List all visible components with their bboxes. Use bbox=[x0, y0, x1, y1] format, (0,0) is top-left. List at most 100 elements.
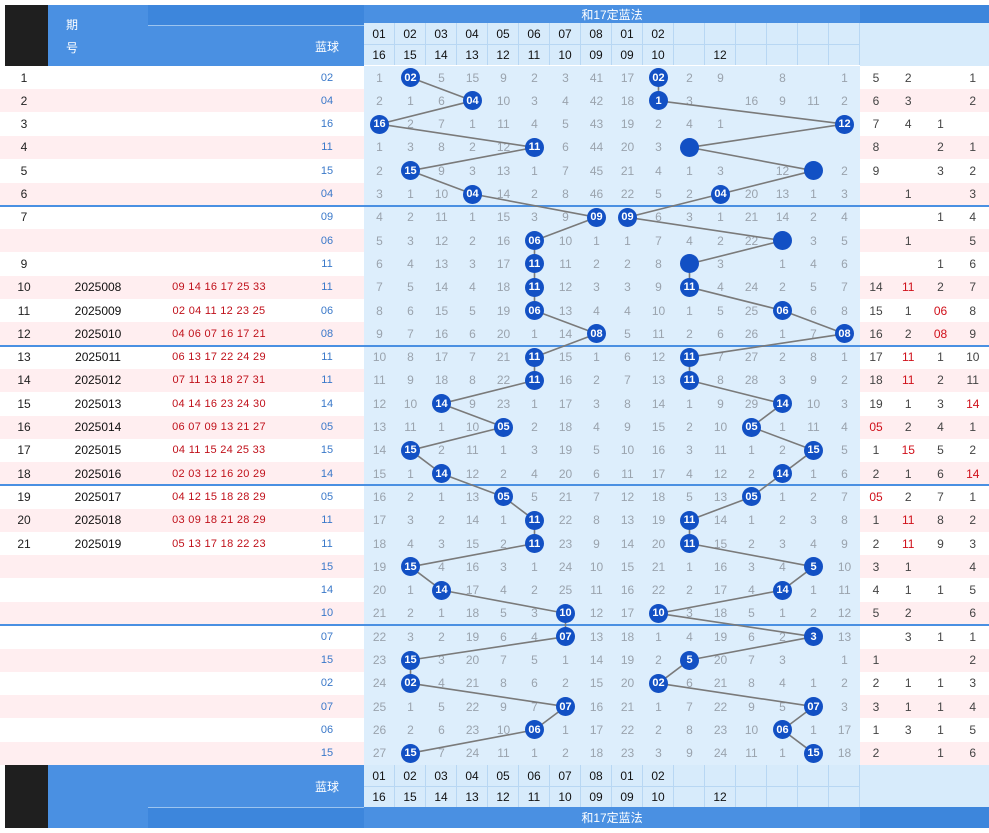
stat-value: 2 bbox=[872, 676, 880, 691]
row-index: 20 bbox=[17, 513, 31, 528]
omission-value: 9 bbox=[562, 210, 569, 225]
stat-value: 2 bbox=[937, 280, 944, 295]
header-pair-top-10 bbox=[674, 23, 705, 44]
omission-value: 11 bbox=[497, 746, 510, 761]
omission-value: 14 bbox=[434, 280, 449, 295]
omission-value bbox=[736, 159, 767, 182]
stat-value: 6 bbox=[969, 606, 977, 621]
row-period bbox=[48, 602, 148, 625]
omission-value: 4 bbox=[376, 210, 383, 225]
row-red-numbers: 04 06 07 16 17 21 bbox=[172, 327, 266, 340]
omission-value: 13 bbox=[589, 629, 604, 644]
omission-value: 3 bbox=[624, 280, 631, 295]
footer-pair-top-0: 01 bbox=[364, 765, 395, 786]
stat-value: 5 bbox=[872, 606, 880, 621]
omission-value: 17 bbox=[372, 513, 387, 528]
omission-value: 8 bbox=[841, 513, 848, 528]
stat-value bbox=[860, 183, 892, 206]
omission-value: 25 bbox=[744, 303, 759, 318]
stat-value: 15 bbox=[901, 443, 915, 458]
omission-value: 5 bbox=[562, 117, 569, 132]
footer-pair-bottom-8: 09 bbox=[612, 786, 643, 807]
omission-value: 6 bbox=[531, 676, 538, 691]
row-period bbox=[48, 136, 148, 159]
row-period bbox=[48, 66, 148, 89]
blue-ball-marker: 02 bbox=[649, 68, 668, 87]
omission-value: 7 bbox=[624, 373, 631, 388]
row-index: 10 bbox=[17, 280, 31, 295]
omission-value: 13 bbox=[558, 303, 573, 318]
omission-value: 1 bbox=[810, 466, 817, 481]
row-blue-number: 15 bbox=[320, 654, 334, 666]
omission-value: 4 bbox=[686, 117, 693, 132]
row-red-numbers: 04 11 15 24 25 33 bbox=[172, 444, 266, 457]
omission-value bbox=[798, 113, 829, 136]
omission-value: 1 bbox=[655, 699, 662, 714]
omission-value: 1 bbox=[810, 676, 817, 691]
omission-value: 20 bbox=[465, 653, 480, 667]
header-period-cell: 期 号 bbox=[48, 5, 148, 66]
stat-value: 1 bbox=[872, 653, 880, 667]
header-pair-top-4: 05 bbox=[488, 23, 519, 44]
stat-value: 17 bbox=[869, 350, 883, 365]
row-blue-number: 11 bbox=[321, 351, 333, 364]
omission-value: 4 bbox=[469, 280, 476, 295]
row-period bbox=[48, 206, 148, 229]
blue-ball-label: 蓝球 bbox=[314, 39, 339, 54]
omission-value: 8 bbox=[686, 722, 693, 737]
omission-value: 27 bbox=[372, 746, 387, 761]
omission-value: 21 bbox=[651, 559, 666, 574]
omission-value: 5 bbox=[593, 443, 600, 458]
stat-value bbox=[860, 229, 892, 252]
omission-value: 10 bbox=[589, 559, 604, 574]
omission-value: 9 bbox=[376, 326, 383, 341]
stat-value bbox=[925, 649, 957, 672]
omission-value: 2 bbox=[841, 93, 848, 108]
stat-value: 9 bbox=[969, 326, 977, 341]
omission-value: 6 bbox=[562, 140, 569, 155]
omission-value: 10 bbox=[465, 420, 480, 434]
omission-value: 8 bbox=[469, 373, 476, 388]
row-period: 2025019 bbox=[74, 536, 122, 551]
row-blue-number: 07 bbox=[320, 700, 334, 713]
omission-value: 2 bbox=[810, 606, 817, 621]
omission-value: 3 bbox=[593, 396, 600, 411]
omission-value: 19 bbox=[372, 559, 387, 574]
row-period: 2025012 bbox=[74, 373, 122, 388]
header-dark-cell bbox=[5, 5, 48, 66]
omission-value: 17 bbox=[651, 466, 666, 481]
omission-value: 3 bbox=[469, 163, 476, 178]
stat-value: 3 bbox=[969, 676, 977, 691]
omission-value: 7 bbox=[841, 280, 848, 295]
row-red-numbers: 03 09 18 21 28 29 bbox=[172, 514, 266, 527]
omission-value: 19 bbox=[496, 303, 511, 318]
stat-value: 4 bbox=[969, 210, 977, 225]
omission-value: 17 bbox=[558, 396, 573, 411]
stat-value: 4 bbox=[969, 559, 977, 574]
row-blue-number: 11 bbox=[321, 374, 333, 387]
row-period: 2025017 bbox=[74, 489, 122, 504]
row-blue-number: 06 bbox=[320, 304, 334, 317]
omission-value: 13 bbox=[837, 629, 852, 644]
omission-value: 23 bbox=[372, 653, 387, 667]
blue-ball-marker: 05 bbox=[494, 417, 513, 437]
omission-value: 2 bbox=[748, 536, 755, 551]
omission-value bbox=[736, 66, 767, 89]
omission-value: 20 bbox=[372, 583, 387, 598]
omission-value: 16 bbox=[558, 373, 573, 388]
omission-value bbox=[736, 136, 767, 159]
row-period bbox=[48, 672, 148, 695]
stat-value: 2 bbox=[872, 746, 880, 761]
row-period bbox=[48, 625, 148, 648]
row-index bbox=[0, 695, 48, 718]
omission-value: 8 bbox=[438, 140, 445, 155]
omission-value: 14 bbox=[496, 187, 511, 201]
omission-value: 1 bbox=[376, 70, 383, 85]
omission-value: 3 bbox=[686, 93, 693, 108]
omission-value: 3 bbox=[686, 606, 693, 621]
omission-value: 1 bbox=[686, 559, 693, 574]
stat-value: 14 bbox=[869, 280, 883, 295]
row-red-numbers bbox=[148, 159, 290, 182]
omission-value: 4 bbox=[810, 536, 817, 551]
